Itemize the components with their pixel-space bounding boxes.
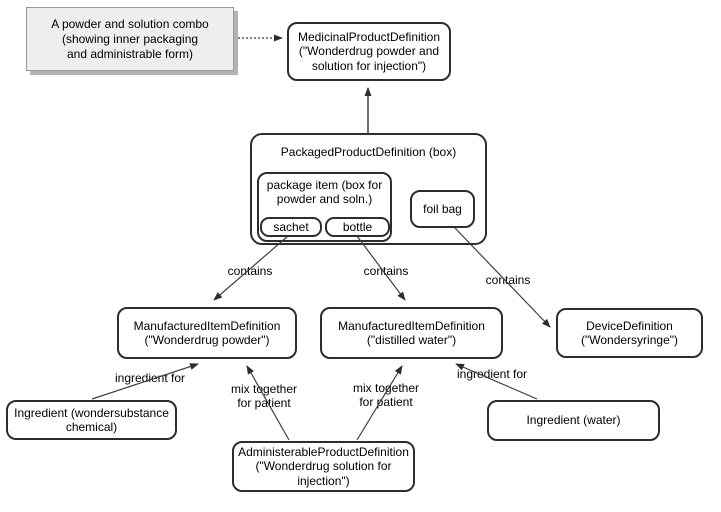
node-manufactured-item-water: ManufacturedItemDefinition ("distilled w… <box>320 307 503 359</box>
edge-label-ingredient-for-right: ingredient for <box>456 367 528 382</box>
edge-label-contains-bottle: contains <box>363 264 409 279</box>
node-sachet: sachet <box>260 217 322 237</box>
edge-label-ingredient-for-left: ingredient for <box>114 371 186 386</box>
edge-label-contains-foil-bag: contains <box>485 273 531 288</box>
edge-label-mix-together-right: mix together for patient <box>352 381 420 409</box>
node-manufactured-item-water-label: ManufacturedItemDefinition ("distilled w… <box>338 318 485 347</box>
node-manufactured-item-powder-label: ManufacturedItemDefinition ("Wonderdrug … <box>133 318 281 347</box>
node-package-item-label: package item (box for powder and soln.) <box>266 178 383 207</box>
node-ingredient-chemical-label: Ingredient (wondersubstance chemical) <box>14 405 169 434</box>
annotation-note-text: A powder and solution combo (showing inn… <box>51 16 209 61</box>
node-administerable-product-definition: AdministerableProductDefinition ("Wonder… <box>232 441 415 492</box>
node-foil-bag-label: foil bag <box>423 201 462 216</box>
edge-label-contains-sachet: contains <box>227 264 273 279</box>
node-manufactured-item-powder: ManufacturedItemDefinition ("Wonderdrug … <box>117 307 297 359</box>
node-sachet-label: sachet <box>273 219 309 234</box>
node-foil-bag: foil bag <box>410 190 475 228</box>
node-ingredient-water-label: Ingredient (water) <box>526 413 621 428</box>
node-bottle: bottle <box>325 217 390 237</box>
node-packaged-product-definition-label: PackagedProductDefinition (box) <box>280 145 457 159</box>
node-device-definition-label: DeviceDefinition ("Wondersyringe") <box>581 318 678 347</box>
node-administerable-product-definition-label: AdministerableProductDefinition ("Wonder… <box>238 445 409 488</box>
node-bottle-label: bottle <box>342 219 373 234</box>
edge-label-mix-together-left: mix together for patient <box>230 382 298 410</box>
annotation-note: A powder and solution combo (showing inn… <box>26 7 234 71</box>
node-ingredient-water: Ingredient (water) <box>487 400 660 441</box>
node-medicinal-product-definition-label: MedicinalProductDefinition ("Wonderdrug … <box>297 30 441 73</box>
node-ingredient-chemical: Ingredient (wondersubstance chemical) <box>6 400 177 440</box>
node-medicinal-product-definition: MedicinalProductDefinition ("Wonderdrug … <box>287 22 451 81</box>
node-device-definition: DeviceDefinition ("Wondersyringe") <box>556 308 703 358</box>
